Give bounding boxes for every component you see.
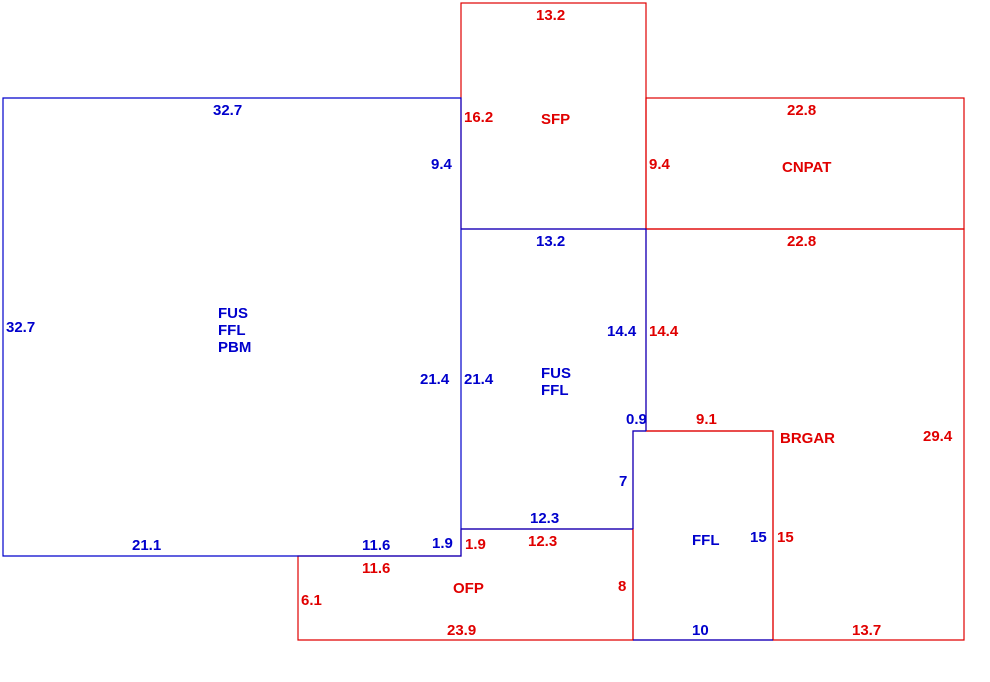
dimension-label: 9.4 (431, 156, 453, 173)
dimension-label: 9.4 (649, 156, 671, 173)
area-label-line: CNPAT (782, 159, 831, 176)
dimension-label: 15 (750, 529, 767, 546)
area-label: OFP (453, 580, 484, 597)
dimension-label: 0.9 (626, 411, 647, 428)
area-label: FFL (692, 532, 720, 549)
area-label-line: FFL (218, 322, 246, 339)
dimension-label: 12.3 (530, 510, 559, 527)
area-label-line: FFL (541, 382, 569, 399)
dimension-label: 16.2 (464, 109, 493, 126)
dimension-label: 10 (692, 622, 709, 639)
dimension-label: 7 (619, 473, 627, 490)
dimension-label: 11.6 (362, 560, 390, 577)
area-label-line: FFL (692, 532, 720, 549)
dimension-label: 1.9 (465, 536, 486, 553)
dimension-label: 14.4 (649, 323, 679, 340)
ffl-left-edge (632, 430, 646, 529)
dimension-label: 1.9 (432, 535, 453, 552)
fus-ffl-outline (461, 228, 647, 431)
area-label-line: BRGAR (780, 430, 835, 447)
area-label: BRGAR (780, 430, 835, 447)
dimension-label: 32.7 (213, 102, 242, 119)
area-label-line: OFP (453, 580, 484, 597)
area-label-line: SFP (541, 111, 570, 128)
dimension-label: 15 (777, 529, 794, 546)
dimension-label: 32.7 (6, 319, 35, 336)
fus-ffl-pbm-outline (2, 97, 462, 557)
dimension-label: 21.4 (420, 371, 450, 388)
dimension-label: 29.4 (923, 428, 953, 445)
dimension-label: 21.1 (132, 537, 161, 554)
dimension-label: 22.8 (787, 233, 816, 250)
dimension-label: 14.4 (607, 323, 637, 340)
dimension-label: 8 (618, 578, 626, 595)
area-label: CNPAT (782, 159, 831, 176)
area-label: SFP (541, 111, 570, 128)
area-label-line: FUS (218, 305, 248, 322)
dimension-label: 11.6 (362, 537, 390, 554)
area-label-line: FUS (541, 365, 571, 382)
dimension-label: 6.1 (301, 592, 322, 609)
dimension-label: 9.1 (696, 411, 717, 428)
area-label-line: PBM (218, 339, 251, 356)
dimension-label: 13.7 (852, 622, 881, 639)
dimension-label: 21.4 (464, 371, 494, 388)
dimension-label: 12.3 (528, 533, 557, 550)
dimension-label: 13.2 (536, 233, 565, 250)
dimension-label: 22.8 (787, 102, 816, 119)
dimension-label: 13.2 (536, 7, 565, 24)
dimension-label: 23.9 (447, 622, 476, 639)
